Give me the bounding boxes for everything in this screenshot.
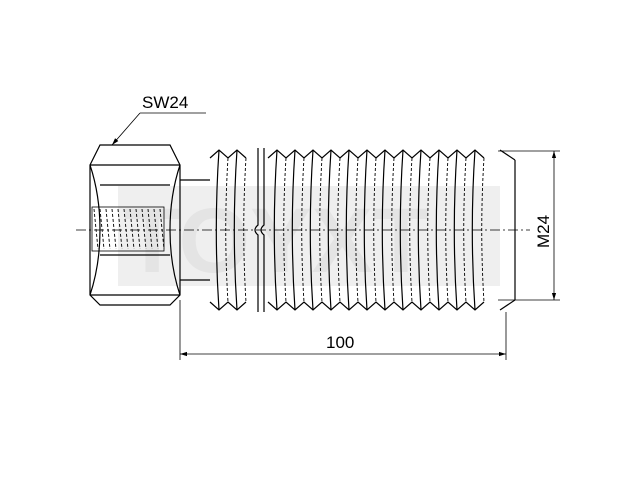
thread-end-chamfer-bottom <box>499 299 516 311</box>
thread-crest-top <box>209 149 485 159</box>
wrench-size-callout: SW24 <box>111 93 206 146</box>
break-line-left <box>254 148 259 312</box>
internal-thread-bore <box>91 206 165 252</box>
length-label: 100 <box>326 333 354 352</box>
length-dimension: 100 <box>179 300 507 360</box>
wrench-size-leader <box>111 112 141 146</box>
wrench-size-label: SW24 <box>142 93 188 112</box>
thread-crest-bottom <box>209 301 485 311</box>
thread-diameter-label: M24 <box>534 215 553 248</box>
internal-thread-coils <box>93 208 165 250</box>
hex-head <box>89 144 181 306</box>
internal-thread <box>91 206 165 252</box>
thread-diameter-dimension: M24 <box>498 150 560 301</box>
thread-end-chamfer-top <box>499 149 516 161</box>
hex-head-outline <box>89 144 181 306</box>
bolt-neck <box>180 179 210 281</box>
